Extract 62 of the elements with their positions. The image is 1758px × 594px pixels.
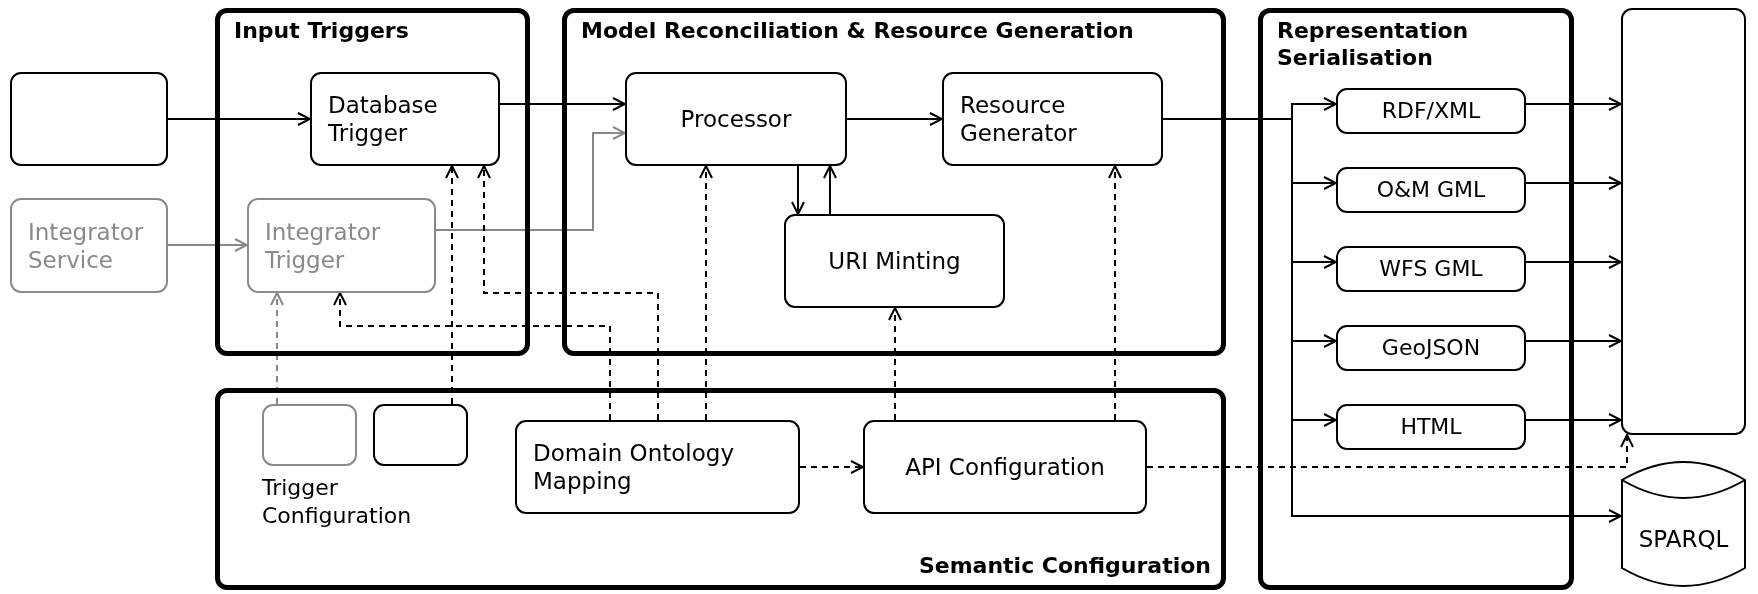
arrow — [499, 97, 626, 111]
panel-heading: Model Reconciliation & Resource Generation — [581, 17, 1134, 44]
process-box — [515, 420, 800, 514]
dashed-arrow — [270, 292, 284, 405]
caption-text: Trigger Configuration — [262, 474, 413, 530]
arrow — [1525, 97, 1622, 111]
dashed-arrow — [333, 292, 611, 421]
node-label: Integrator Service — [27, 217, 145, 274]
dashed-arrow — [699, 165, 713, 421]
dashed-arrow — [799, 460, 864, 474]
process-box — [1336, 88, 1526, 134]
process-box — [942, 72, 1163, 166]
arrow — [1525, 255, 1622, 269]
panel-heading: Input Triggers — [234, 17, 409, 44]
dashed-arrow — [1108, 165, 1122, 421]
node-label: Processor — [679, 105, 793, 133]
node-label: GeoJSON — [1380, 334, 1482, 362]
arrow — [167, 238, 248, 252]
process-box — [1336, 404, 1526, 450]
process-box — [625, 72, 847, 166]
arrow — [823, 165, 837, 215]
node-label: API Configuration — [904, 453, 1106, 481]
arrow — [435, 126, 626, 231]
empty-box — [373, 404, 468, 466]
node-label: Integrator Trigger — [264, 217, 382, 274]
node-label: Database Trigger — [327, 91, 439, 147]
node-label: HTML — [1399, 413, 1463, 441]
panel-heading: Representation Serialisation — [1277, 17, 1470, 71]
node-label: SPARQL — [1637, 525, 1730, 553]
process-box — [1336, 325, 1526, 371]
arrow — [791, 165, 805, 215]
process-box — [10, 198, 168, 293]
dashed-arrow — [1146, 434, 1634, 468]
node-label: Resource Generator — [959, 91, 1078, 147]
process-box — [310, 72, 500, 166]
group-panel — [1258, 8, 1574, 590]
process-box — [784, 214, 1005, 308]
node-label: RDF/XML — [1380, 97, 1482, 125]
dashed-arrow — [445, 165, 459, 405]
node-label: URI Minting — [827, 247, 962, 275]
database-cylinder — [1621, 458, 1746, 590]
dashed-arrow — [477, 165, 659, 421]
arrow — [846, 112, 943, 126]
panel-heading: Semantic Configuration — [918, 552, 1211, 579]
empty-box — [262, 404, 357, 466]
process-box — [1336, 167, 1526, 213]
empty-box — [1621, 8, 1746, 435]
node-label: O&M GML — [1375, 176, 1487, 204]
process-box — [863, 420, 1147, 514]
process-box — [1336, 246, 1526, 292]
dashed-arrow — [888, 307, 902, 421]
arrow — [1525, 334, 1622, 348]
process-box — [247, 198, 436, 293]
group-panel — [215, 388, 1226, 590]
group-panel — [562, 8, 1226, 356]
group-panel — [215, 8, 530, 356]
empty-box — [10, 72, 168, 166]
node-label: Domain Ontology Mapping — [532, 439, 735, 495]
arrow — [1525, 413, 1622, 427]
arrow — [167, 112, 311, 126]
node-label: WFS GML — [1378, 255, 1484, 283]
arrow — [1525, 176, 1622, 190]
